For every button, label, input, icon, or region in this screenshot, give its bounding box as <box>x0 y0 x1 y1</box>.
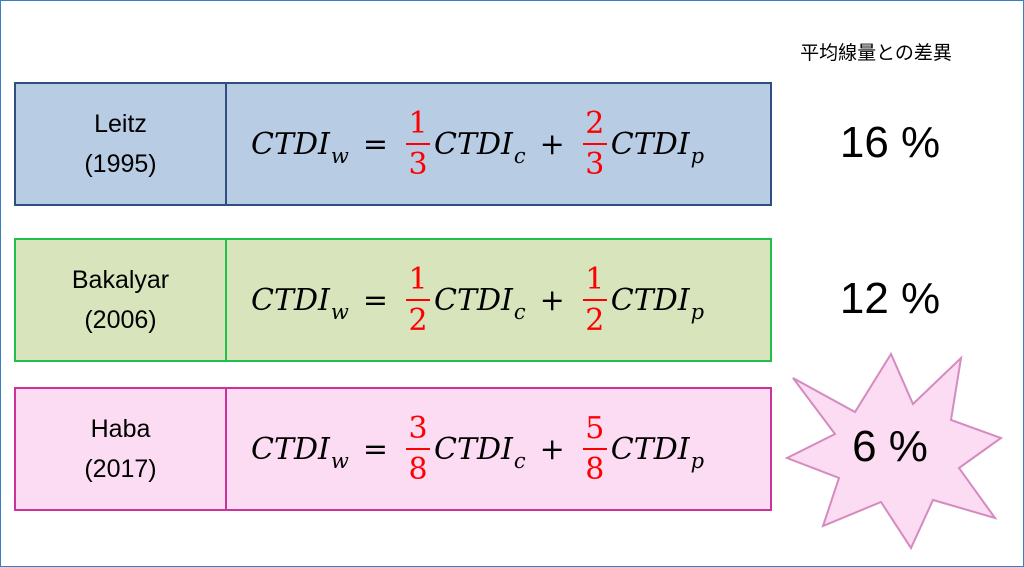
method-row-haba: Haba (2017) CTDI w = 3 8 CTDI c + 5 8 CT… <box>14 387 772 511</box>
fraction-denominator: 3 <box>585 146 605 182</box>
equals-sign: = <box>362 431 388 467</box>
publication-year: (1995) <box>84 150 157 178</box>
starburst-highlight <box>784 351 1004 551</box>
column-header: 平均線量との差異 <box>800 43 952 64</box>
author-name: Leitz <box>94 110 147 138</box>
ctdi-formula: CTDI w = 1 3 CTDI c + 2 3 CTDI p <box>251 105 705 182</box>
publication-year: (2006) <box>84 306 157 334</box>
fraction-bar <box>582 447 607 450</box>
method-label-cell: Haba (2017) <box>16 389 227 509</box>
plus-sign: + <box>539 282 565 318</box>
fraction-numerator: 1 <box>408 105 428 141</box>
difference-value-highlighted: 6 % <box>852 422 928 471</box>
difference-value: 12 % <box>839 274 941 323</box>
fraction-denominator: 2 <box>408 302 428 338</box>
formula-lhs: CTDI <box>251 431 330 467</box>
formula-lhs: CTDI <box>251 282 330 318</box>
fraction-numerator: 2 <box>585 105 605 141</box>
formula-lhs-subscript: w <box>330 144 349 168</box>
term-periphery: CTDI <box>610 126 690 162</box>
formula-lhs: CTDI <box>251 126 330 162</box>
fraction-periphery-weight: 2 3 <box>582 105 607 182</box>
formula-lhs-subscript: w <box>330 449 349 473</box>
fraction-bar <box>582 298 607 301</box>
method-row-bakalyar: Bakalyar (2006) CTDI w = 1 2 CTDI c + 1 … <box>14 238 772 362</box>
fraction-center-weight: 1 3 <box>406 105 430 182</box>
fraction-bar <box>582 142 607 145</box>
equals-sign: = <box>362 282 388 318</box>
formula-cell: CTDI w = 1 2 CTDI c + 1 2 CTDI p <box>227 240 770 360</box>
ctdi-formula: CTDI w = 3 8 CTDI c + 5 8 CTDI p <box>251 410 705 487</box>
fraction-periphery-weight: 5 8 <box>582 410 607 487</box>
fraction-center-weight: 3 8 <box>406 410 430 487</box>
difference-value: 16 % <box>839 118 941 167</box>
term-periphery: CTDI <box>610 282 690 318</box>
author-name: Bakalyar <box>71 266 170 294</box>
starburst-shape <box>784 351 1004 551</box>
fraction-numerator: 1 <box>585 261 605 297</box>
formula-lhs-subscript: w <box>330 300 349 324</box>
publication-year: (2017) <box>84 455 157 483</box>
term-center: CTDI <box>434 431 513 467</box>
fraction-bar <box>406 142 430 145</box>
plus-sign: + <box>539 126 565 162</box>
fraction-numerator: 5 <box>585 410 605 446</box>
term-periphery-subscript: p <box>690 144 705 168</box>
fraction-denominator: 8 <box>408 451 428 487</box>
term-periphery-subscript: p <box>690 449 705 473</box>
formula-cell: CTDI w = 1 3 CTDI c + 2 3 CTDI p <box>227 84 770 204</box>
method-label-cell: Bakalyar (2006) <box>16 240 227 360</box>
fraction-bar <box>406 447 430 450</box>
equals-sign: = <box>362 126 388 162</box>
fraction-center-weight: 1 2 <box>406 261 430 338</box>
fraction-denominator: 2 <box>585 302 605 338</box>
term-center: CTDI <box>434 282 513 318</box>
term-center-subscript: c <box>513 144 526 168</box>
fraction-numerator: 3 <box>408 410 428 446</box>
ctdi-formula: CTDI w = 1 2 CTDI c + 1 2 CTDI p <box>251 261 705 338</box>
formula-cell: CTDI w = 3 8 CTDI c + 5 8 CTDI p <box>227 389 770 509</box>
fraction-denominator: 8 <box>585 451 605 487</box>
author-name: Haba <box>90 415 151 443</box>
fraction-periphery-weight: 1 2 <box>582 261 607 338</box>
fraction-numerator: 1 <box>408 261 428 297</box>
fraction-bar <box>406 298 430 301</box>
term-center-subscript: c <box>513 449 526 473</box>
method-row-leitz: Leitz (1995) CTDI w = 1 3 CTDI c + 2 3 C… <box>14 82 772 206</box>
term-center: CTDI <box>434 126 513 162</box>
plus-sign: + <box>539 431 565 467</box>
fraction-denominator: 3 <box>408 146 428 182</box>
method-label-cell: Leitz (1995) <box>16 84 227 204</box>
term-center-subscript: c <box>513 300 526 324</box>
term-periphery: CTDI <box>610 431 690 467</box>
term-periphery-subscript: p <box>690 300 705 324</box>
